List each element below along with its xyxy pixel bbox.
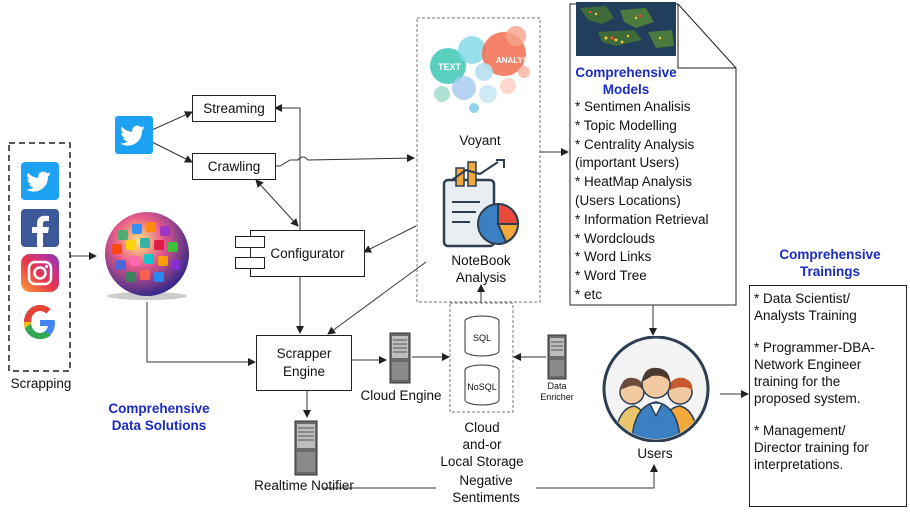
training-item: * Programmer-DBA- xyxy=(754,340,875,355)
list-item: * Sentimen Analisis xyxy=(575,99,691,114)
google-icon xyxy=(21,300,59,344)
training-item: * Management/ xyxy=(754,423,846,438)
component-tab xyxy=(235,236,265,248)
scrapper-engine-box: Scrapper Engine xyxy=(256,335,352,391)
negative-sentiments-label: Negative Sentiments xyxy=(436,472,536,506)
list-item: * Word Tree xyxy=(575,268,647,284)
list-item: * Word Links xyxy=(575,249,652,265)
server-icon xyxy=(294,420,318,476)
storage-label: Cloud and-or Local Storage xyxy=(440,420,524,469)
wordcloud-text-word: TEXT xyxy=(438,62,462,72)
component-tab xyxy=(235,257,265,269)
models-list: * Sentimen Analisis * Topic Modelling * … xyxy=(575,98,709,305)
voyant-label: Voyant xyxy=(459,133,501,148)
wordcloud-analysis-word: ANALYSIS xyxy=(496,56,536,65)
training-item: proposed system. xyxy=(754,391,861,406)
list-item: (important Users) xyxy=(575,155,680,171)
twitter-icon xyxy=(115,116,153,154)
server-icon xyxy=(547,334,567,380)
wordcloud-image xyxy=(428,22,532,114)
users-group-icon xyxy=(600,335,712,443)
training-item: Director training for xyxy=(754,440,869,455)
instagram-icon xyxy=(21,254,59,292)
streaming-box: Streaming xyxy=(192,95,276,122)
configurator-box: Configurator xyxy=(250,230,365,277)
users-label: Users xyxy=(637,446,673,461)
list-item: * Wordclouds xyxy=(575,230,656,246)
data-solutions-title: Comprehensive Data Solutions xyxy=(108,401,210,433)
facebook-icon xyxy=(21,209,59,247)
scrapping-label: Scrapping xyxy=(10,376,72,391)
training-item: Network Engineer xyxy=(754,357,862,372)
crawling-box: Crawling xyxy=(192,153,276,180)
notebook-report-icon xyxy=(436,158,522,250)
nosql-label: NoSQL xyxy=(467,382,497,392)
list-item: * Information Retrieval xyxy=(575,211,709,227)
cloud-engine-label: Cloud Engine xyxy=(360,388,442,403)
data-enricher-label: Data Enricher xyxy=(540,381,574,402)
list-item: * HeatMap Analysis xyxy=(575,174,693,190)
models-title: Comprehensive Models xyxy=(575,65,677,97)
training-item: Analysts Training xyxy=(754,308,857,323)
training-item: interpretations. xyxy=(754,457,844,472)
app-globe-icon xyxy=(96,210,198,302)
training-item: training for the xyxy=(754,374,841,389)
database-icon xyxy=(463,364,501,406)
database-icon xyxy=(463,315,501,357)
list-item: * Topic Modelling xyxy=(575,117,677,133)
trainings-box: * Data Scientist/ Analysts Training * Pr… xyxy=(749,285,907,507)
notebook-analysis-label: NoteBook Analysis xyxy=(451,253,511,285)
twitter-icon xyxy=(21,162,59,200)
list-item: * etc xyxy=(575,286,603,302)
server-icon xyxy=(389,332,411,384)
training-item: * Data Scientist/ xyxy=(754,291,851,306)
list-item: (Users Locations) xyxy=(575,192,681,208)
realtime-notifier-label: Realtime Notifier xyxy=(254,478,354,493)
sql-label: SQL xyxy=(472,333,491,343)
list-item: * Centrality Analysis xyxy=(575,136,695,152)
map-thumbnail xyxy=(576,2,676,56)
trainings-title: Comprehensive Trainings xyxy=(779,247,881,279)
